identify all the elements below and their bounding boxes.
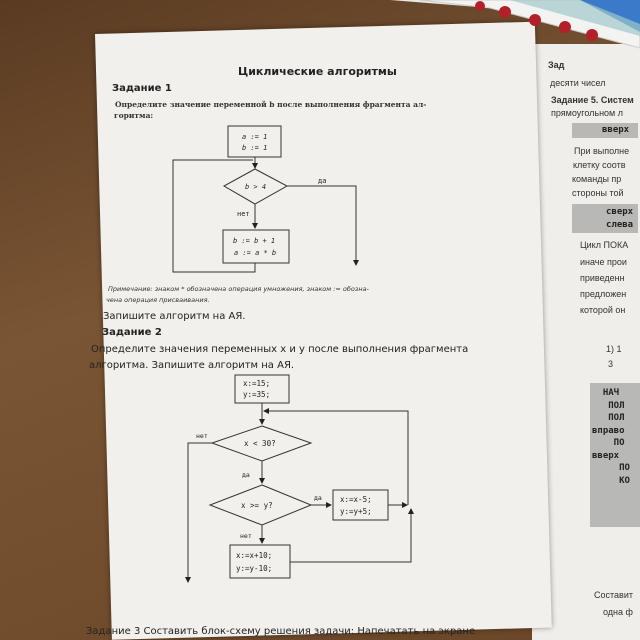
no-label: нет (196, 432, 208, 440)
pens-decoration (370, 0, 640, 49)
ladybug-pattern-icon (529, 14, 541, 26)
yes-block-line: y:=y+5; (340, 507, 372, 516)
body-line: b := b + 1 (233, 237, 275, 245)
task1-text: горитма: (114, 111, 154, 120)
side-code-block: вверх (572, 123, 638, 138)
init-b: b := 1 (242, 144, 267, 152)
pencil-case (510, 0, 640, 36)
task1-heading: Задание 1 (112, 83, 172, 94)
side-page (532, 44, 640, 640)
side-line: клетку соотв (573, 160, 626, 170)
side-option: 3 (608, 359, 614, 369)
condition1-text: x < 30? (244, 439, 276, 448)
side-line: иначе прои (580, 257, 627, 267)
condition-text: b > 4 (245, 183, 266, 191)
side-line: Зад (548, 60, 565, 70)
task1-note: чена операция присваивания. (106, 296, 210, 304)
side-line: команды пр (572, 174, 622, 184)
side-line: приведенн (580, 273, 625, 283)
no-block (229, 544, 291, 579)
side-line: Цикл ПОКА (580, 240, 629, 250)
side-line: стороны той (572, 188, 624, 198)
task3-text: Задание 3 Составить блок-схему решения з… (86, 626, 476, 637)
task2-heading: Задание 2 (102, 327, 162, 338)
flowchart-task2 (185, 374, 414, 583)
no-block-line: y:=y-10; (236, 564, 272, 573)
task1-instruction: Запишите алгоритм на АЯ. (103, 311, 246, 322)
task1-note: Примечание: знаком * обозначена операция… (108, 285, 369, 293)
side-code-block: сверх слева (572, 204, 638, 233)
side-line: предложен (580, 289, 627, 299)
yes-label: да (314, 494, 322, 502)
no-block-line: x:=x+10; (236, 551, 272, 560)
body-line: a := a * b (234, 249, 276, 257)
task2-text: Определите значения переменных x и y пос… (91, 344, 469, 355)
condition2-text: x >= y? (241, 501, 273, 510)
init-y: y:=35; (243, 390, 270, 399)
task2-text: алгоритма. Запишите алгоритм на АЯ. (89, 360, 295, 371)
side-code-block: НАЧ ПОЛ ПОЛ вправо ПО вверх ПО КО (590, 383, 640, 527)
init-x: x:=15; (243, 379, 270, 388)
ladybug-pattern-icon (499, 6, 511, 18)
side-line: Составит (594, 590, 633, 600)
body-block (222, 229, 290, 264)
yes-label: да (242, 471, 250, 479)
init-block (227, 125, 282, 158)
side-line: При выполне (574, 146, 630, 156)
init-a: a := 1 (242, 133, 267, 141)
side-heading: Задание 5. Систем (551, 95, 634, 105)
ladybug-pattern-icon (559, 21, 571, 33)
side-line: которой он (580, 305, 626, 315)
yes-label: да (318, 177, 326, 185)
side-option: 1) 1 (606, 344, 622, 354)
no-label: нет (240, 532, 252, 540)
side-line: десяти чисел (550, 78, 606, 88)
task1-text: Определите значение переменной b после в… (115, 100, 427, 109)
yes-block-line: x:=x-5; (340, 495, 372, 504)
page-title: Циклические алгоритмы (238, 65, 397, 78)
ladybug-pattern-icon (586, 29, 598, 41)
ladybug-pattern-icon (475, 1, 485, 11)
no-label: нет (237, 210, 250, 218)
side-line: прямоугольном л (551, 108, 623, 118)
flowchart-task1 (172, 125, 359, 273)
side-line: одна ф (603, 607, 633, 617)
